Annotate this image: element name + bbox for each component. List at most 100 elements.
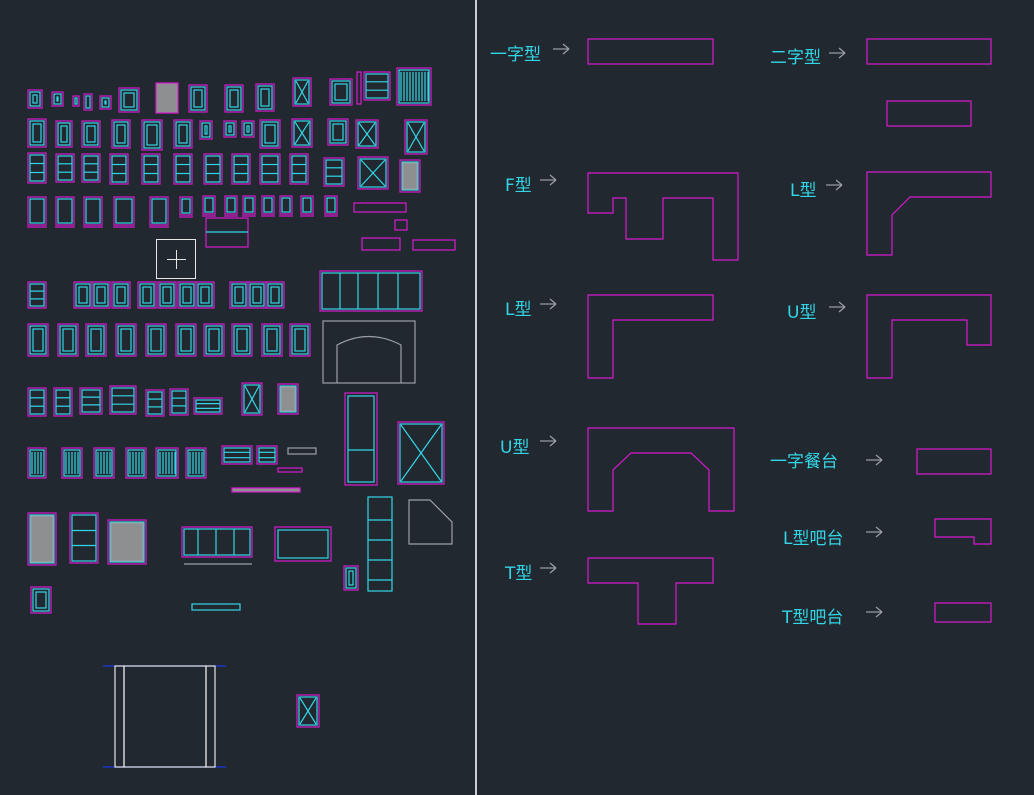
cabinet-door-block: [81, 120, 101, 148]
cabinet-door-block: [57, 323, 79, 357]
cabinet-door-block: [289, 323, 311, 357]
cabinet-door-block: [289, 153, 309, 185]
cabinet-door-block: [27, 89, 43, 109]
cabinet-door-block: [91, 281, 111, 309]
cabinet-door-block: [363, 71, 391, 101]
cabinet-door-block: [141, 119, 163, 151]
cabinet-door-block: [53, 387, 73, 417]
countertop-strip: [353, 202, 407, 213]
cabinet-door-block: [404, 119, 428, 155]
cabinet-door-block: [256, 445, 278, 465]
cabinet-door-block: [173, 153, 193, 185]
cabinet-door-block: [300, 195, 314, 217]
cabinet-door-block: [399, 159, 421, 193]
cabinet-door-block: [324, 195, 338, 217]
right-arrow-icon: [866, 606, 883, 618]
right-arrow-icon: [553, 43, 570, 55]
base-cabinet-run: [181, 526, 253, 565]
label-u-shape-left: U型: [500, 438, 530, 458]
cabinet-door-block: [193, 397, 223, 415]
cabinet-door-block: [27, 387, 47, 417]
cabinet-door-block: [329, 78, 353, 106]
range-hood-arch: [322, 320, 416, 384]
cabinet-door-block: [223, 120, 237, 138]
layout-yizixing: [587, 38, 714, 65]
handle-bar: [191, 603, 241, 611]
cabinet-door-block: [327, 118, 349, 146]
label-l-shape-right: L型: [790, 181, 817, 201]
cabinet-door-block: [259, 153, 281, 185]
layout-u-shape-left: [587, 427, 735, 512]
cabinet-door-block: [261, 195, 275, 217]
layout-l-bar-counter: [934, 518, 992, 545]
cabinet-door-block: [137, 281, 157, 309]
cabinet-door-block: [93, 447, 115, 479]
cabinet-door-block: [277, 383, 299, 415]
cabinet-door-block: [145, 389, 165, 417]
cabinet-door-block: [61, 447, 83, 479]
label-t-bar-counter: T型吧台: [782, 608, 844, 628]
cabinet-door-block: [111, 281, 131, 309]
cabinet-door-block: [221, 445, 253, 465]
cabinet-door-block: [125, 447, 147, 479]
cabinet-door-block: [27, 512, 57, 566]
cabinet-door-block: [261, 323, 283, 357]
cabinet-door-block: [396, 67, 432, 106]
cabinet-door-block: [111, 119, 131, 149]
cabinet-door-block: [259, 119, 281, 149]
cabinet-door-block: [113, 196, 135, 228]
label-l-bar-counter: L型吧台: [783, 529, 844, 549]
plinth: [231, 487, 301, 493]
layout-t-bar-counter: [934, 602, 992, 623]
wine-rack: [274, 526, 332, 562]
cabinet-door-block: [397, 421, 445, 485]
cabinet-door-block: [81, 153, 101, 183]
right-arrow-icon: [866, 526, 883, 538]
cabinet-door-block: [83, 93, 93, 111]
right-arrow-icon: [826, 179, 843, 191]
cabinet-door-block: [155, 447, 179, 479]
cabinet-door-block: [79, 387, 103, 415]
cabinet-door-block: [231, 323, 253, 357]
layout-t-shape: [587, 557, 714, 625]
cabinet-door-block: [224, 195, 238, 217]
label-l-shape-left: L型: [505, 300, 532, 320]
label-yizi-dining-table: 一字餐台: [770, 452, 838, 472]
cabinet-door-block: [195, 281, 215, 309]
cabinet-door-block: [203, 323, 225, 357]
right-arrow-icon: [540, 435, 557, 447]
cabinet-door-block: [51, 91, 64, 107]
cabinet-door-block: [179, 196, 193, 218]
layout-f-shape: [587, 172, 739, 261]
sink-block: [361, 237, 401, 251]
cabinet-door-block: [141, 153, 161, 185]
cabinet-door-block: [296, 694, 320, 728]
cabinet-door-block: [69, 512, 99, 564]
label-t-shape: T型: [505, 564, 533, 584]
cabinet-door-block: [279, 195, 293, 217]
right-arrow-icon: [866, 454, 883, 466]
cabinet-door-block: [199, 120, 213, 140]
cabinet-door-block: [55, 153, 75, 183]
cabinet-door-block: [241, 382, 263, 416]
cabinet-door-block: [229, 281, 249, 309]
right-arrow-icon: [540, 174, 557, 186]
label-u-shape-right: U型: [787, 303, 817, 323]
cabinet-door-block: [203, 153, 223, 185]
cabinet-door-block: [323, 157, 345, 187]
cabinet-door-block: [149, 196, 169, 228]
toe-kick-strip: [412, 239, 456, 251]
cabinet-door-block: [107, 519, 147, 565]
cabinet-door-block: [145, 323, 167, 357]
viewport-divider[interactable]: [475, 0, 477, 795]
cabinet-door-block: [355, 119, 379, 149]
cabinet-door-block: [55, 120, 73, 148]
cabinet-door-block: [55, 196, 75, 228]
panel-gray: [155, 82, 179, 114]
right-arrow-icon: [829, 47, 846, 59]
cabinet-door-block: [291, 118, 313, 148]
glass-cabinet-run: [319, 270, 423, 312]
cabinet-door-block: [118, 87, 140, 113]
layout-l-shape-right: [866, 171, 992, 256]
